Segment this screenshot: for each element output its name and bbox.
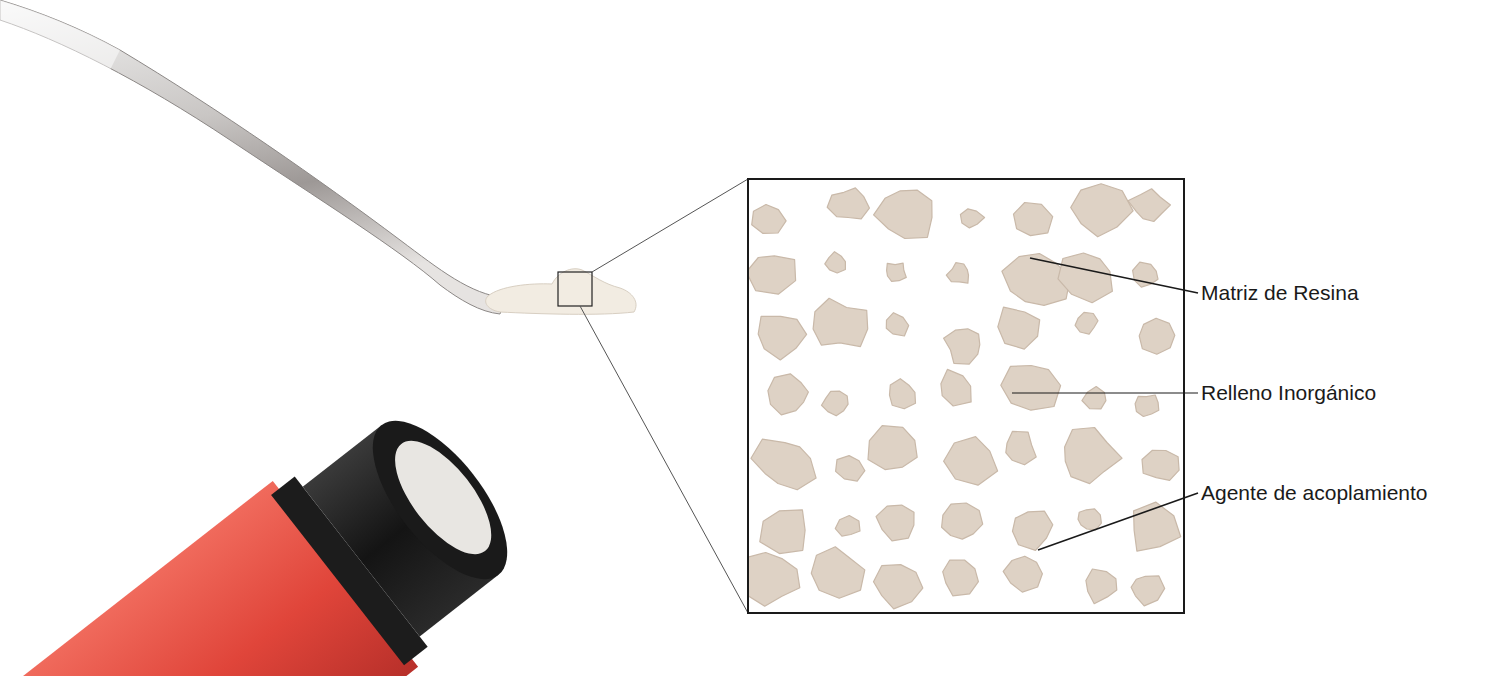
instrument-shaft xyxy=(0,0,505,314)
filler-particle xyxy=(942,503,983,539)
filler-particle xyxy=(1135,395,1159,417)
filler-particle xyxy=(1006,431,1036,465)
filler-particle xyxy=(1075,312,1098,334)
part-label: Relleno Inorgánico xyxy=(1201,381,1376,405)
filler-particle xyxy=(748,553,800,607)
filler-particle xyxy=(874,565,923,609)
filler-particle xyxy=(1134,502,1181,551)
filler-particle xyxy=(822,391,849,416)
filler-particle xyxy=(760,510,805,554)
filler-particle xyxy=(876,505,914,541)
filler-particle xyxy=(748,256,796,294)
zoom-line xyxy=(592,179,748,272)
filler-particle xyxy=(1065,428,1122,484)
zoom-box xyxy=(748,179,1184,613)
filler-particle xyxy=(1078,509,1101,530)
filler-particle xyxy=(944,329,980,364)
leader-line xyxy=(1038,493,1198,550)
filler-particle xyxy=(835,516,860,537)
filler-particle xyxy=(1001,366,1061,411)
filler-particle xyxy=(752,205,786,234)
zoom-marker xyxy=(558,272,592,306)
filler-particle xyxy=(941,369,971,406)
filler-particle xyxy=(890,379,916,409)
filler-particle xyxy=(944,437,998,486)
filler-particle xyxy=(825,252,846,273)
zoom-background xyxy=(748,179,1184,613)
syringe xyxy=(0,381,546,676)
filler-particle xyxy=(1082,387,1106,409)
syringe-end xyxy=(348,399,531,600)
filler-particle xyxy=(758,316,806,360)
filler-particle xyxy=(960,209,984,228)
composite-sample xyxy=(486,269,636,315)
filler-particle xyxy=(886,313,908,336)
filler-particle xyxy=(1142,450,1179,480)
filler-particle xyxy=(1003,556,1042,592)
syringe-paste xyxy=(378,425,509,569)
part-label: Matriz de Resina xyxy=(1201,281,1359,305)
filler-particle xyxy=(943,560,979,596)
filler-particle xyxy=(1128,189,1171,222)
leader-line xyxy=(1012,392,1198,393)
filler-particle xyxy=(887,263,907,281)
instrument-highlight xyxy=(0,0,120,70)
filler-particles xyxy=(748,184,1181,609)
filler-particle xyxy=(946,263,968,283)
filler-particle xyxy=(768,374,809,415)
filler-particle xyxy=(827,188,869,219)
filler-particle xyxy=(751,439,816,490)
filler-particle xyxy=(1071,184,1133,237)
part-label: Agente de acoplamiento xyxy=(1201,481,1428,505)
filler-particle xyxy=(1058,253,1112,303)
filler-particle xyxy=(1131,576,1165,606)
filler-particle xyxy=(874,190,932,238)
filler-particle xyxy=(998,307,1040,349)
filler-particle xyxy=(1086,569,1117,604)
zoom-line xyxy=(580,306,748,613)
filler-particle xyxy=(836,456,865,482)
filler-particle xyxy=(811,547,865,598)
filler-particle xyxy=(1013,511,1053,550)
filler-particle xyxy=(813,298,868,346)
filler-particle xyxy=(1139,318,1175,354)
leader-line xyxy=(1030,258,1198,293)
filler-particle xyxy=(868,426,917,470)
filler-particle xyxy=(1014,203,1053,236)
